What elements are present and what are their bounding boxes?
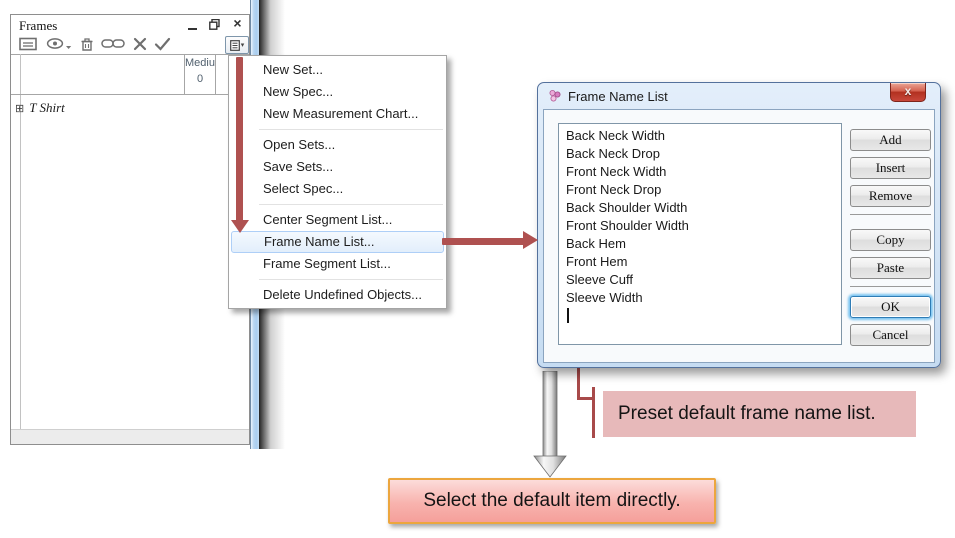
- list-menu-icon: [229, 39, 240, 51]
- menu-separator: [259, 129, 443, 130]
- expand-icon[interactable]: ⊞: [15, 103, 25, 115]
- list-item[interactable]: Front Shoulder Width: [566, 218, 689, 233]
- grid-column-divider: [184, 54, 185, 94]
- trash-icon[interactable]: [80, 37, 94, 53]
- list-item[interactable]: Front Hem: [566, 254, 628, 269]
- list-item[interactable]: Back Neck Drop: [566, 146, 660, 161]
- menu-item-new-spec[interactable]: New Spec...: [263, 84, 334, 99]
- frames-grid-area: [11, 54, 249, 430]
- menu-item-new-measurement-chart[interactable]: New Measurement Chart...: [263, 106, 419, 121]
- red-bracket-segment: [577, 397, 595, 400]
- list-view-icon[interactable]: [19, 37, 38, 53]
- restore-icon[interactable]: [209, 19, 222, 31]
- menu-item-open-sets[interactable]: Open Sets...: [263, 137, 336, 152]
- menu-item-center-segment-list[interactable]: Center Segment List...: [263, 212, 393, 227]
- menu-item-frame-name-list[interactable]: Frame Name List...: [231, 231, 444, 253]
- dialog-icon: [548, 89, 562, 103]
- confirm-icon[interactable]: [154, 37, 171, 53]
- cancel-button[interactable]: Cancel: [850, 324, 931, 346]
- add-button[interactable]: Add: [850, 129, 931, 151]
- grid-left-border: [20, 54, 21, 430]
- link-icon[interactable]: [101, 37, 126, 53]
- panel-dropdown-menu: New Set... New Spec... New Measurement C…: [228, 55, 447, 309]
- menu-item-save-sets[interactable]: Save Sets...: [263, 159, 334, 174]
- list-item[interactable]: Front Neck Width: [566, 164, 667, 179]
- size-column-header: Medium: [185, 57, 215, 69]
- tree-item-label: T Shirt: [29, 100, 65, 115]
- menu-item-select-spec[interactable]: Select Spec...: [263, 181, 344, 196]
- ok-button[interactable]: OK: [850, 296, 931, 318]
- select-note-callout: Select the default item directly.: [388, 478, 716, 524]
- insert-button[interactable]: Insert: [850, 157, 931, 179]
- cancel-icon[interactable]: [133, 37, 147, 53]
- menu-item-new-set[interactable]: New Set...: [263, 62, 323, 77]
- list-item[interactable]: Sleeve Width: [566, 290, 643, 305]
- dialog-close-button[interactable]: x: [890, 83, 926, 102]
- red-bracket-segment: [592, 387, 595, 438]
- red-down-arrow-head: [231, 220, 249, 233]
- menu-item-frame-segment-list[interactable]: Frame Segment List...: [263, 256, 391, 271]
- panel-title: Frames: [19, 18, 58, 33]
- menu-separator: [259, 279, 443, 280]
- preset-note-callout: Preset default frame name list.: [603, 391, 916, 437]
- frames-panel: Frames ×: [10, 14, 250, 445]
- close-icon[interactable]: ×: [233, 15, 242, 31]
- dialog-client-area: Back Neck Width Back Neck Drop Front Nec…: [543, 109, 935, 363]
- menu-separator: [259, 204, 443, 205]
- list-item[interactable]: Back Neck Width: [566, 128, 665, 143]
- gray-down-arrow: [531, 371, 569, 478]
- remove-button[interactable]: Remove: [850, 185, 931, 207]
- list-item[interactable]: Back Hem: [566, 236, 626, 251]
- minimize-icon[interactable]: [188, 28, 197, 30]
- chevron-down-icon: ▾: [240, 42, 245, 49]
- copy-button[interactable]: Copy: [850, 229, 931, 251]
- panel-menu-dropdown-button[interactable]: ▾: [225, 36, 249, 54]
- red-down-arrow-shaft: [236, 57, 243, 221]
- grid-column-divider: [215, 54, 216, 94]
- dialog-title: Frame Name List: [568, 89, 668, 104]
- panel-bottom-strip: [11, 429, 249, 444]
- menu-item-delete-undefined-objects[interactable]: Delete Undefined Objects...: [263, 287, 422, 302]
- frame-name-list-dialog: Frame Name List x Back Neck Width Back N…: [537, 82, 941, 368]
- red-right-arrow-shaft: [442, 238, 525, 245]
- paste-button[interactable]: Paste: [850, 257, 931, 279]
- tree-item-tshirt[interactable]: ⊞ T Shirt: [15, 99, 65, 115]
- grid-header-underline: [11, 94, 249, 95]
- size-column-value: 0: [196, 73, 204, 85]
- list-item[interactable]: Front Neck Drop: [566, 182, 662, 197]
- text-caret: [567, 308, 569, 323]
- button-group-separator: [850, 286, 931, 287]
- list-item[interactable]: Back Shoulder Width: [566, 200, 688, 215]
- frame-name-listbox[interactable]: Back Neck Width Back Neck Drop Front Nec…: [558, 123, 842, 345]
- visibility-icon[interactable]: [46, 37, 72, 53]
- list-item[interactable]: Sleeve Cuff: [566, 272, 633, 287]
- button-group-separator: [850, 214, 931, 215]
- red-right-arrow-head: [523, 231, 538, 249]
- red-bracket-segment: [577, 368, 580, 400]
